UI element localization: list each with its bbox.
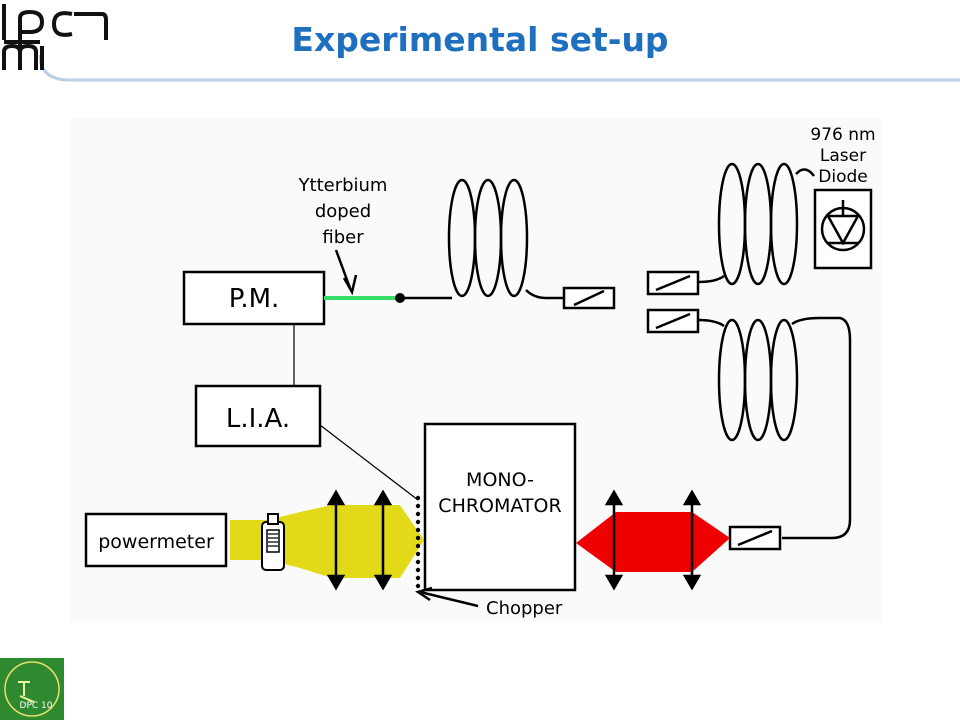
lpcml-logo: lpcml xyxy=(2,4,108,70)
fiber-arrow-head xyxy=(342,274,358,296)
dpc10-badge: DPC 10 xyxy=(0,658,64,720)
coupler-bottom xyxy=(646,308,700,334)
laser-diode-box xyxy=(813,188,873,270)
slide-title: Experimental set-up xyxy=(291,20,669,59)
lens-red-1 xyxy=(604,489,624,591)
fiber-arrow xyxy=(334,249,352,289)
chopper-arrow-head xyxy=(415,586,433,602)
chopper-arrow xyxy=(419,590,479,608)
pm-label: P.M. xyxy=(229,284,280,314)
fiber-label-line: Ytterbium xyxy=(298,175,388,196)
badge-text: DPC 10 xyxy=(20,701,53,711)
lens-red-2 xyxy=(682,489,702,591)
monochromator-box xyxy=(423,422,577,592)
powermeter-box xyxy=(84,512,228,568)
laser-label-line: 976 nm xyxy=(810,125,875,145)
mono-label-line: CHROMATOR xyxy=(438,495,561,517)
powermeter-label: powermeter xyxy=(98,531,214,553)
chopper-label: Chopper xyxy=(486,598,563,619)
mono-label-line: MONO- xyxy=(466,469,534,491)
fiber-line xyxy=(697,274,725,284)
isolator-2 xyxy=(728,525,782,551)
fiber-line xyxy=(782,316,852,540)
lia-label: L.I.A. xyxy=(226,404,290,434)
isolator-1 xyxy=(562,286,616,310)
fiber-coil-top xyxy=(447,178,529,298)
reference-wire xyxy=(319,424,419,501)
lia-box xyxy=(194,384,322,448)
lens-yellow-2 xyxy=(373,489,393,591)
fiber-line xyxy=(697,318,725,328)
chopper-dots xyxy=(415,495,421,589)
lens-yellow-1 xyxy=(326,489,346,591)
fiber-line xyxy=(525,289,564,300)
coupler-top xyxy=(646,270,700,296)
fiber-coil-lower-right xyxy=(717,318,799,442)
fiber-label-line: doped xyxy=(315,201,371,222)
fiber-coil-upper-right xyxy=(717,162,799,286)
laser-label-line: Laser xyxy=(820,146,866,166)
laser-label-line: Diode xyxy=(818,167,867,187)
detector-tube xyxy=(261,513,285,571)
fiber-label-line: fiber xyxy=(322,227,364,248)
fiber-line xyxy=(795,168,815,177)
